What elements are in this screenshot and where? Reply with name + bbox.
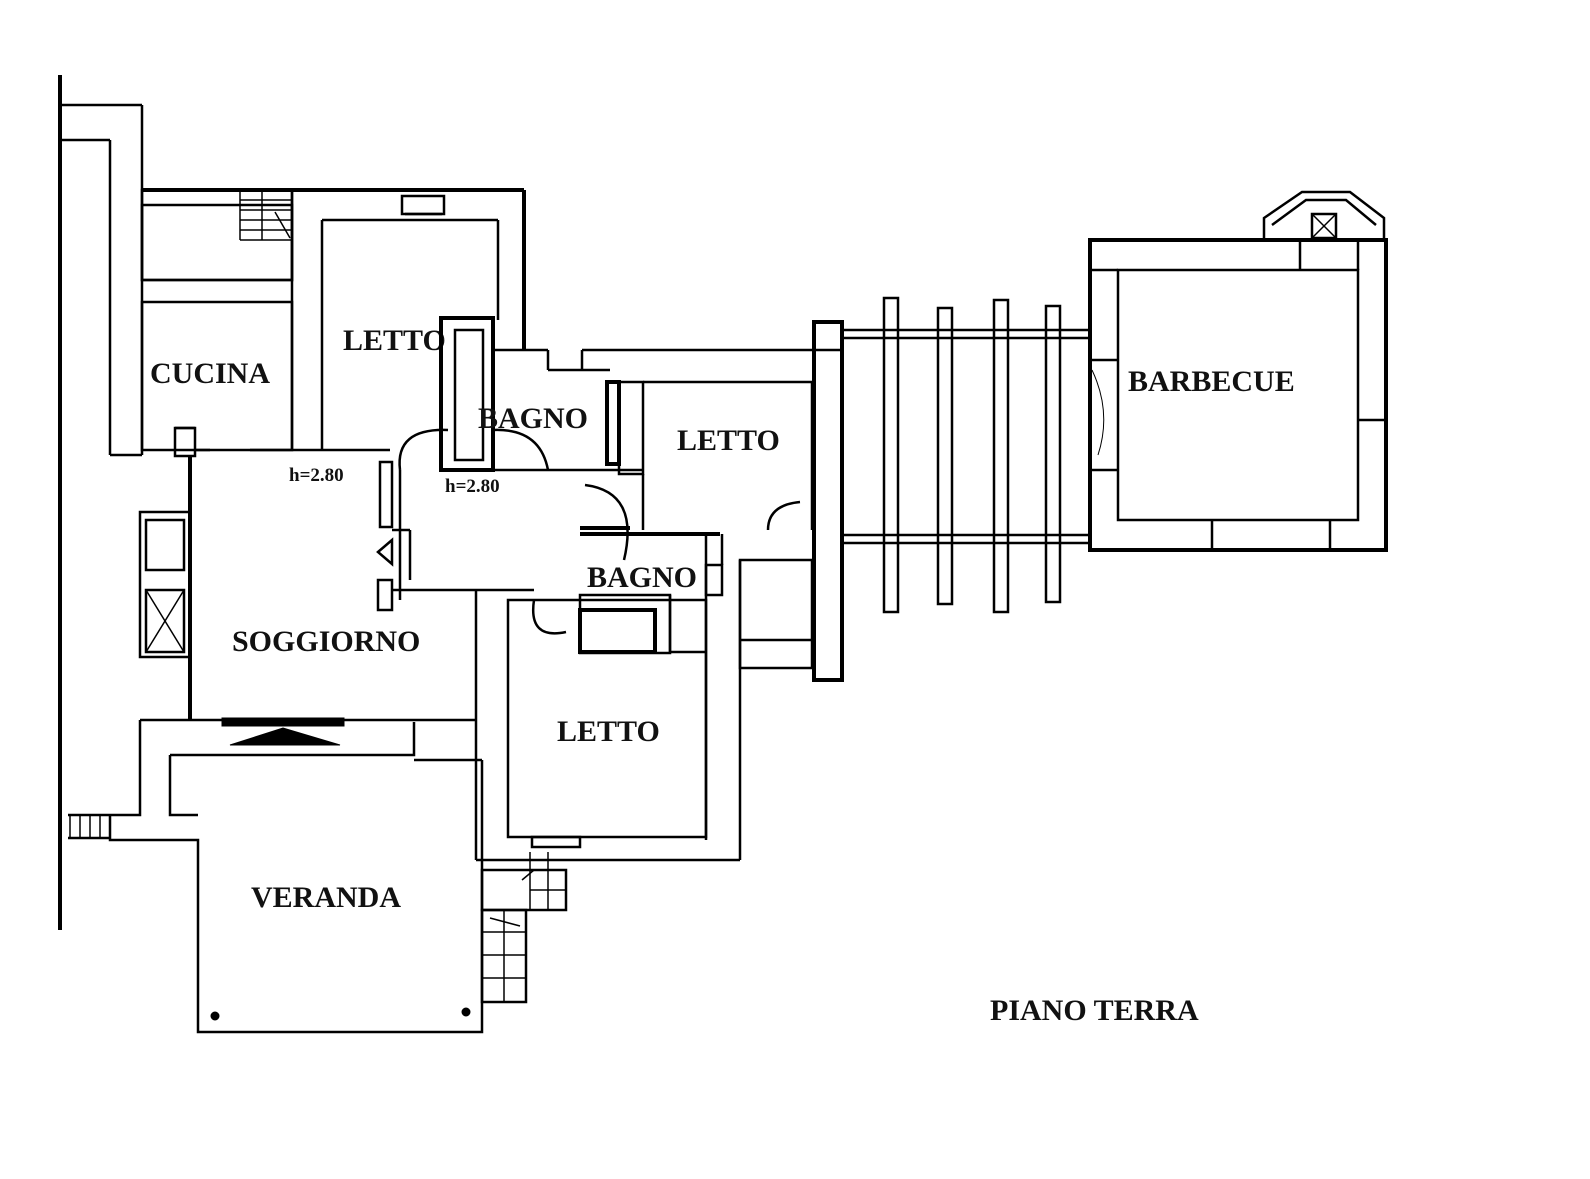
room-cucina: CUCINA (140, 300, 294, 458)
label-letto-3: LETTO (557, 715, 660, 748)
height-soggiorno: h=2.80 (289, 465, 344, 486)
left-boundary (58, 75, 144, 930)
room-soggiorno: SOGGIORNO h=2.80 (138, 456, 476, 746)
label-letto-1: LETTO (343, 324, 446, 357)
room-letto-2: LETTO (641, 380, 814, 530)
room-bagno-2: BAGNO (578, 534, 724, 840)
label-veranda: VERANDA (251, 881, 401, 914)
hall (376, 460, 534, 860)
pergola (842, 296, 1090, 614)
label-barbecue: BARBECUE (1128, 365, 1295, 398)
room-letto-1: LETTO (343, 324, 446, 357)
room-veranda: VERANDA (68, 718, 484, 1034)
room-letto-3: LETTO (476, 560, 742, 862)
storage-right (738, 320, 844, 682)
height-disimpegno: h=2.80 (445, 476, 500, 497)
room-bagno-1: BAGNO (439, 316, 842, 476)
label-bagno-2: BAGNO (587, 561, 697, 594)
floor-title: PIANO TERRA (990, 994, 1199, 1027)
label-soggiorno: SOGGIORNO (232, 625, 420, 658)
stair-top-left (140, 188, 294, 282)
room-barbecue: BARBECUE (1088, 190, 1388, 552)
label-cucina: CUCINA (150, 357, 270, 390)
corridor-doors (195, 428, 801, 635)
label-letto-2: LETTO (677, 424, 780, 457)
exterior-steps (480, 852, 568, 1004)
